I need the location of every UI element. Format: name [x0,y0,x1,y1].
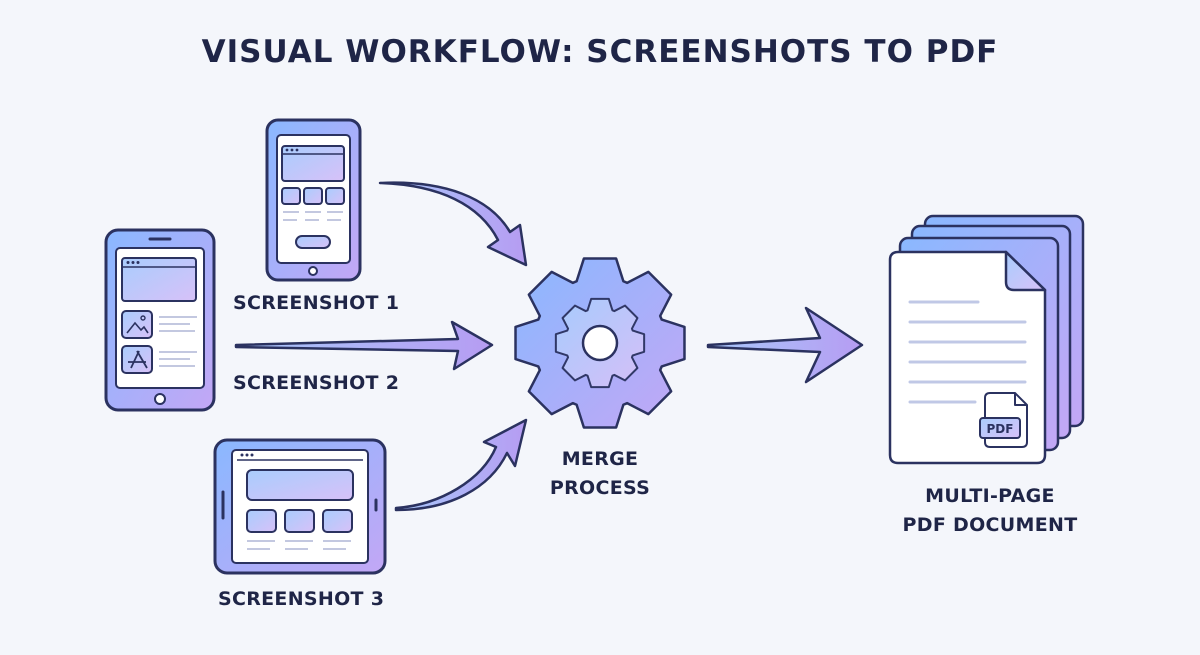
gear-icon [514,257,686,429]
arrow-icon [234,320,494,371]
pdf-badge-label: PDF [987,422,1014,436]
arrow-icon [394,418,528,512]
screenshot-2-label: SCREENSHOT 2 [233,372,400,394]
document-stack-icon: PDF [888,214,1085,465]
pdf-file-icon: PDF [979,392,1028,448]
merge-process-label: MERGE PROCESS [520,445,680,503]
arrow-icon [706,306,864,384]
output-document-label: MULTI-PAGE PDF DOCUMENT [880,482,1100,540]
arrow-icon [378,181,528,267]
output-label-line-2: PDF DOCUMENT [902,514,1078,536]
tablet-icon [213,438,387,575]
merge-label-line-2: PROCESS [549,477,651,499]
screenshot-3-label: SCREENSHOT 3 [218,588,385,610]
phone-icon [265,118,362,282]
merge-label-line-1: MERGE [561,448,639,470]
page-title: VISUAL WORKFLOW: SCREENSHOTS TO PDF [201,34,999,70]
phone-icon [104,228,216,412]
output-label-line-1: MULTI-PAGE [925,485,1055,507]
screenshot-1-label: SCREENSHOT 1 [233,292,400,314]
